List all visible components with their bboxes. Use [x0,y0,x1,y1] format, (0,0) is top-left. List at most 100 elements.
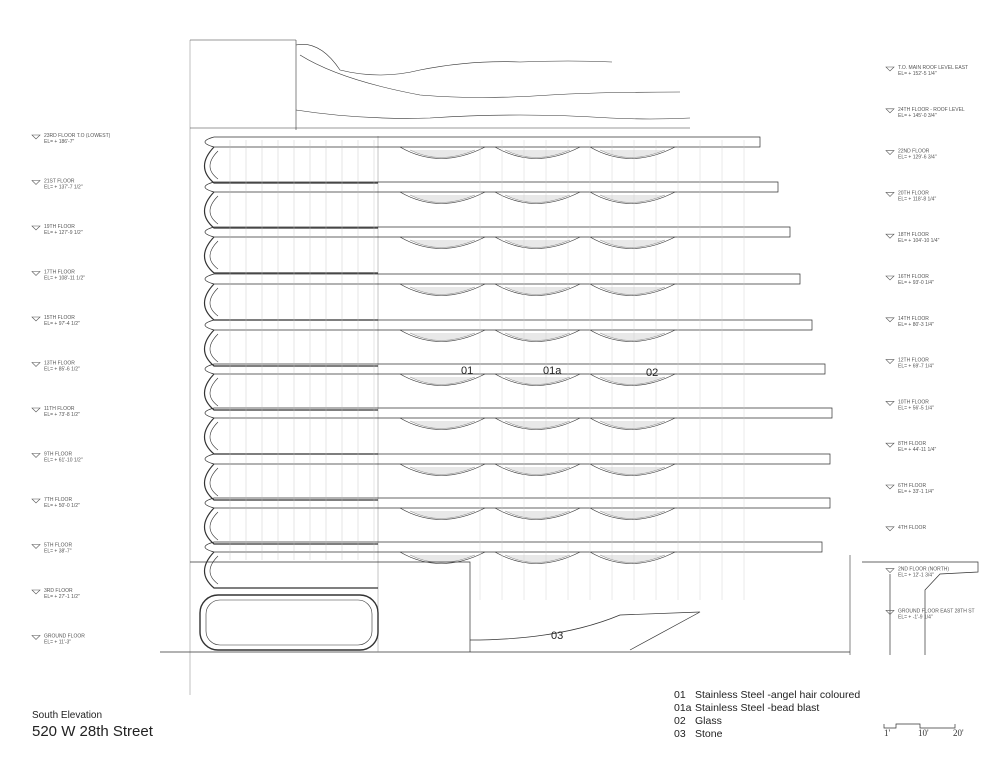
level-marker-icon [31,498,41,504]
bay-curve [203,329,378,367]
floor-slab [204,497,831,509]
wave-band [494,283,581,296]
wave-band-fill [504,239,571,248]
level-marker-icon [885,66,895,72]
wave-band-fill [409,554,476,563]
wave-band-fill [599,239,666,248]
wave-band [589,417,676,430]
level-markers-left: 23RD FLOOR T.O (LOWEST)EL= + 186'-7" 21ST… [31,133,111,646]
wave-band [589,463,676,476]
wave-band [399,463,486,476]
wave-band-fill [409,376,476,385]
legend-code: 03 [674,728,686,740]
floor-slab [204,541,823,553]
roof-curve [299,54,681,98]
wave-band [399,191,486,204]
legend-text: Stone [695,728,723,740]
bay-curve [203,236,378,274]
wave-band-fill [599,286,666,295]
wave-band-fill [599,194,666,203]
level-name: 4TH FLOOR [898,525,926,531]
level-name: GROUND FLOOR [44,634,85,640]
wave-band-fill [504,149,571,158]
wave-band [494,373,581,386]
level-name: 8TH FLOOR [898,441,926,447]
level-name: 11TH FLOOR [44,406,75,412]
scale-bar: 1'10'20' [883,723,964,738]
floor-slab [204,136,761,148]
wave-band [494,236,581,249]
wave-band-fill [504,286,571,295]
level-name: 19TH FLOOR [44,224,75,230]
level-name: 22ND FLOOR [898,149,930,155]
scale-label: 1' [884,728,891,738]
level-name: 21ST FLOOR [44,179,75,185]
level-name: 12TH FLOOR [898,358,929,364]
wave-band [494,417,581,430]
wave-band [589,329,676,342]
wave-band [494,551,581,564]
level-marker-icon [885,150,895,156]
bay-curve [203,417,378,455]
bay-curve-inner [209,421,219,451]
level-name: 3RD FLOOR [44,588,73,594]
level-elevation: EL= + 69'-7 1/4" [898,364,934,370]
wave-band-fill [504,194,571,203]
wave-band-fill [504,554,571,563]
level-marker-icon [885,108,895,114]
level-marker-icon [31,589,41,595]
level-marker-icon [31,316,41,322]
level-marker-icon [885,484,895,490]
level-elevation: EL= + 104'-10 1/4" [898,238,940,244]
level-name: 23RD FLOOR T.O (LOWEST) [44,133,111,139]
bay-curve [203,191,378,229]
level-name: 10TH FLOOR [898,399,929,405]
level-elevation: EL= + 186'-7" [44,139,74,145]
level-elevation: EL= + 97'-4 1/2" [44,321,80,327]
level-name: GROUND FLOOR EAST 28TH ST [898,608,975,614]
bay-curve [203,463,378,501]
level-marker-icon [31,225,41,231]
floor-slab [204,453,831,465]
bay-curve-inner [209,195,219,225]
wave-band [399,146,486,159]
level-name: 15TH FLOOR [44,315,75,321]
level-marker-icon [885,359,895,365]
wave-band [494,463,581,476]
wave-band-fill [409,286,476,295]
level-elevation: EL= + 44'-11 1/4" [898,447,936,453]
entrance-frame [199,594,379,651]
level-marker-icon [885,568,895,574]
material-tag: 01 [461,365,473,377]
level-elevation: EL= + 108'-11 1/2" [44,276,85,282]
bay-curve-inner [209,377,219,407]
level-elevation: EL= + 12'-1 3/4" [898,573,934,579]
wave-band-fill [599,420,666,429]
bay-curve-inner [209,240,219,270]
wave-band [494,146,581,159]
scale-bar-line [883,723,956,729]
level-name: 5TH FLOOR [44,543,72,549]
level-marker-icon [885,275,895,281]
level-elevation: EL= + 11'-3" [44,640,71,646]
level-marker-icon [885,192,895,197]
level-marker-icon [31,453,41,458]
wave-band-fill [409,466,476,475]
podium-line [190,561,471,652]
level-name: 2ND FLOOR (NORTH) [898,567,949,573]
level-name: 7TH FLOOR [44,497,72,503]
wave-band [494,191,581,204]
legend-row: 03 Stone [674,728,860,741]
level-marker-icon [31,635,41,640]
wave-band-fill [409,194,476,203]
level-elevation: EL= + 73'-8 1/2" [44,412,80,418]
adjacent-structure [862,561,979,655]
level-elevation: EL= + -1'-9 1/4" [898,614,933,620]
level-elevation: EL= + 27'-1 1/2" [44,594,80,600]
floor-slab [204,181,779,193]
bay-curve-inner [209,287,219,317]
